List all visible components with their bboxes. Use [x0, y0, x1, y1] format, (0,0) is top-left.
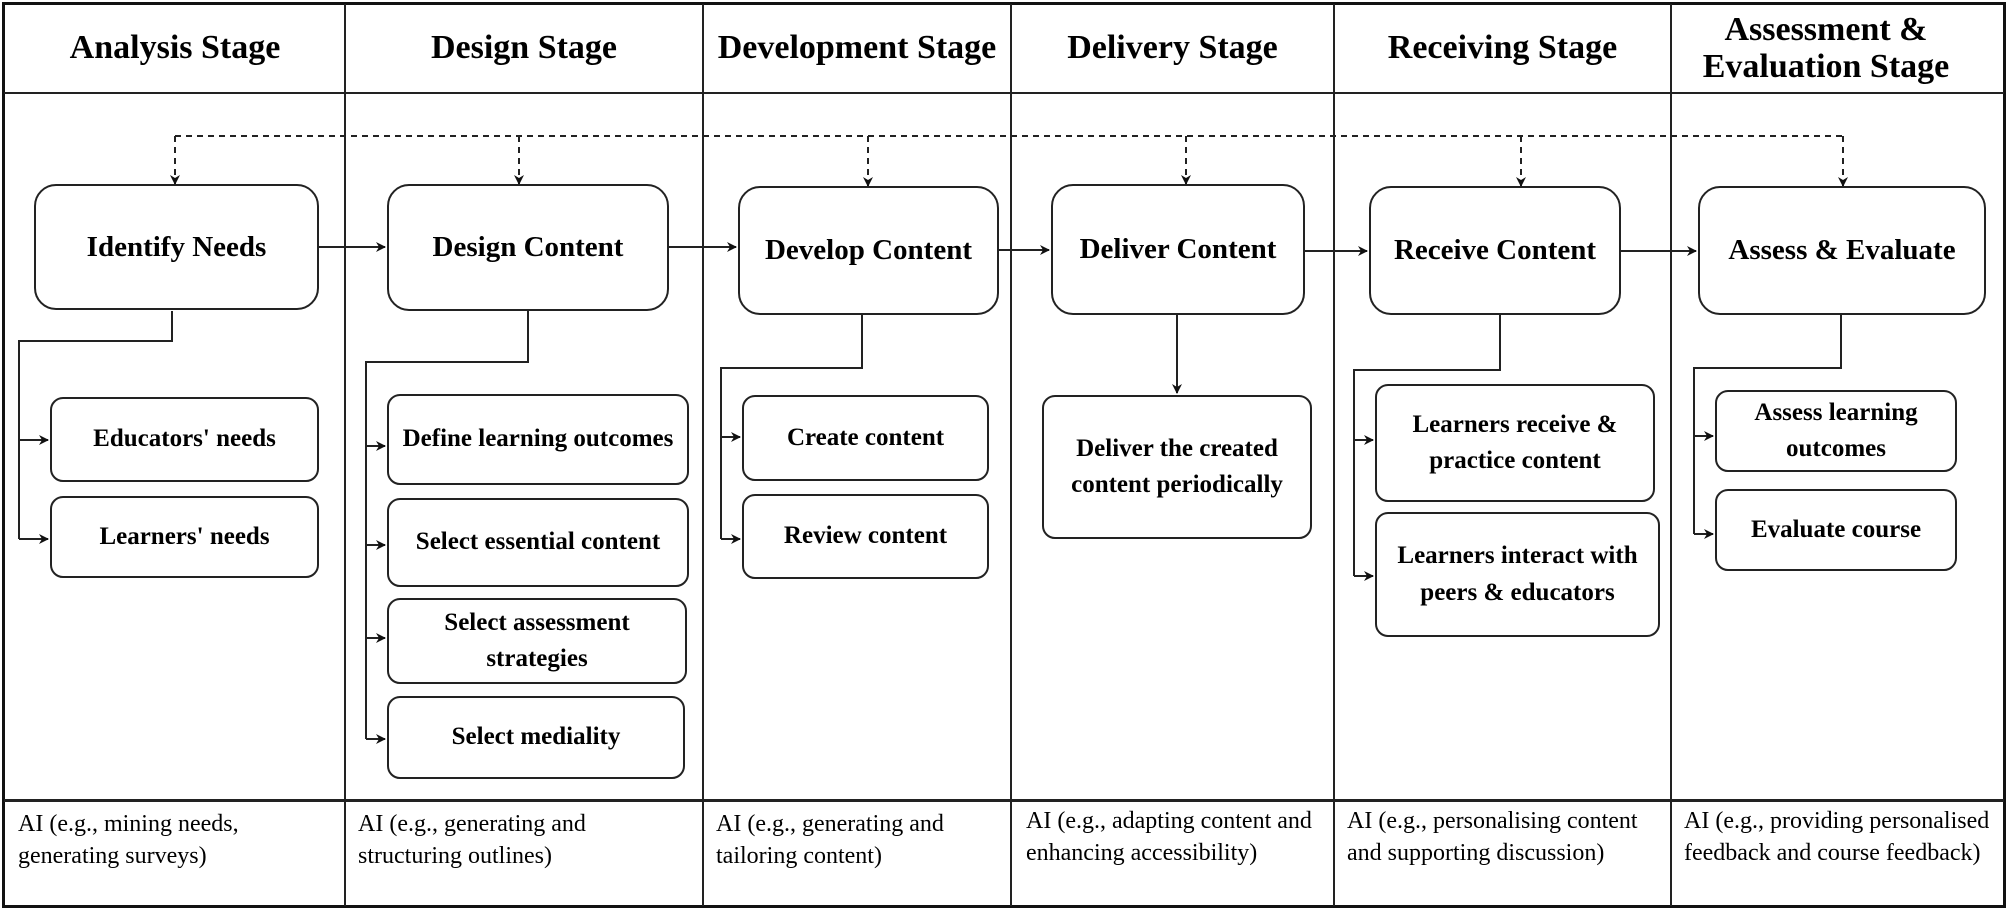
- branch-connectors: [18, 310, 1842, 744]
- ai-note-development: AI (e.g., generating and tailoring conte…: [716, 811, 944, 869]
- column-divider: [1010, 4, 1012, 906]
- ai-note-design: AI (e.g., generating and structuring out…: [358, 811, 586, 869]
- sub-box-define-learning-outcomes: Define learning outcomes: [387, 394, 689, 485]
- sub-box-create-content: Create content: [742, 395, 989, 481]
- stage-header-receiving: Receiving Stage: [1387, 29, 1618, 67]
- sub-box-educators-needs: Educators' needs: [50, 397, 319, 482]
- stage-header-development: Development Stage: [717, 29, 997, 67]
- main-box-design-content: Design Content: [387, 184, 669, 311]
- sub-box-learners-receive-practice: Learners receive & practice content: [1375, 384, 1655, 502]
- sub-box-select-mediality: Select mediality: [387, 696, 685, 779]
- column-divider: [344, 4, 346, 906]
- main-box-develop-content: Develop Content: [738, 186, 999, 315]
- column-divider: [702, 4, 704, 906]
- column-divider: [1670, 4, 1672, 906]
- sub-box-deliver-created-content: Deliver the created content periodically: [1042, 395, 1312, 539]
- main-flow-arrows: [319, 242, 1697, 256]
- sub-box-learners-interact: Learners interact with peers & educators: [1375, 512, 1660, 637]
- stage-header-delivery: Delivery Stage: [1067, 29, 1278, 67]
- stage-header-design: Design Stage: [430, 29, 618, 67]
- sub-box-evaluate-course: Evaluate course: [1715, 489, 1957, 571]
- main-box-deliver-content: Deliver Content: [1051, 184, 1305, 315]
- stage-header-analysis: Analysis Stage: [69, 29, 281, 67]
- main-box-assess-evaluate: Assess & Evaluate: [1698, 186, 1986, 315]
- main-box-identify-needs: Identify Needs: [34, 184, 319, 310]
- sub-box-assess-learning-outcomes: Assess learning outcomes: [1715, 390, 1957, 472]
- stage-header-assessment-evaluation: Assessment & Evaluation Stage: [1702, 10, 1950, 85]
- feedback-dashed-connectors: [170, 135, 1848, 187]
- ai-row-divider: [4, 799, 2004, 802]
- ai-note-assessment-evaluation: AI (e.g., providing personalised feedbac…: [1684, 808, 1990, 866]
- main-box-receive-content: Receive Content: [1369, 186, 1621, 315]
- header-divider: [4, 92, 2004, 94]
- sub-box-review-content: Review content: [742, 494, 989, 579]
- sub-box-select-assessment-strategies: Select assessment strategies: [387, 598, 687, 684]
- column-divider: [1333, 4, 1335, 906]
- sub-box-select-essential-content: Select essential content: [387, 498, 689, 587]
- ai-note-analysis: AI (e.g., mining needs, generating surve…: [18, 811, 239, 869]
- ai-note-delivery: AI (e.g., adapting content and enhancing…: [1026, 808, 1312, 866]
- sub-box-learners-needs: Learners' needs: [50, 496, 319, 578]
- ai-note-receiving: AI (e.g., personalising content and supp…: [1347, 808, 1638, 866]
